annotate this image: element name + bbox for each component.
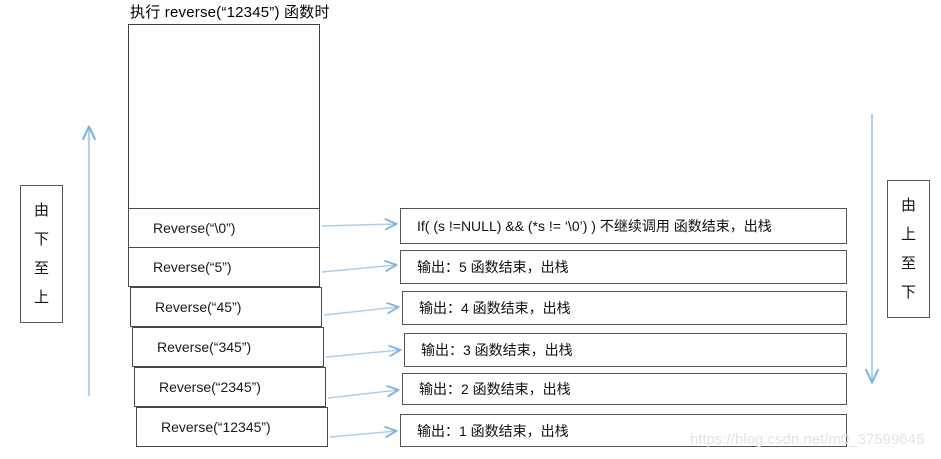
stack-frame-label: Reverse(“\0”)	[153, 220, 236, 236]
top-to-bottom-label-box: 由 上 至 下	[887, 180, 930, 318]
result-box-0[interactable]: If( (s !=NULL) && (*s != ‘\0’) ) 不继续调用 函…	[400, 208, 847, 244]
stack-frame-5[interactable]: Reverse(“12345”)	[136, 407, 328, 447]
stack-frame-3[interactable]: Reverse(“345”)	[132, 327, 324, 367]
connector-arrow-3	[325, 350, 400, 358]
stack-frame-label: Reverse(“45”)	[155, 299, 242, 315]
connector-arrow-1	[321, 265, 396, 273]
label-char: 上	[33, 289, 49, 306]
label-char: 下	[900, 284, 916, 301]
result-box-1[interactable]: 输出：5 函数结束，出栈	[400, 250, 847, 284]
stack-frame-label: Reverse(“345”)	[157, 339, 252, 355]
result-box-3[interactable]: 输出：3 函数结束，出栈	[404, 333, 847, 367]
label-char: 下	[33, 231, 49, 248]
stack-frame-1[interactable]: Reverse(“5”)	[128, 247, 320, 287]
connector-arrow-2	[323, 307, 398, 316]
bottom-to-top-label-box: 由 下 至 上	[20, 185, 63, 323]
stack-frame-label: Reverse(“5”)	[153, 259, 232, 275]
result-label: 输出：2 函数结束，出栈	[419, 381, 571, 397]
stack-frame-2[interactable]: Reverse(“45”)	[130, 287, 322, 327]
stack-frame-0[interactable]: Reverse(“\0”)	[128, 208, 320, 248]
label-char: 上	[900, 226, 916, 243]
connector-arrow-5	[329, 431, 396, 437]
stack-frame-4[interactable]: Reverse(“2345”)	[134, 367, 326, 407]
label-char: 由	[900, 197, 916, 214]
result-label: 输出：5 函数结束，出栈	[417, 259, 569, 275]
stack-frame-label: Reverse(“2345”)	[159, 379, 261, 395]
stack-empty-space	[128, 24, 320, 208]
watermark: https://blog.csdn.net/m0_37599645	[690, 431, 925, 448]
page-title: 执行 reverse(“12345”) 函数时	[130, 4, 330, 21]
result-label: If( (s !=NULL) && (*s != ‘\0’) ) 不继续调用 函…	[417, 218, 772, 234]
label-char: 由	[33, 202, 49, 219]
result-box-5[interactable]: 输出：1 函数结束，出栈	[400, 414, 847, 447]
connector-arrow-4	[327, 390, 398, 399]
result-label: 输出：1 函数结束，出栈	[417, 422, 569, 439]
result-label: 输出：4 函数结束，出栈	[419, 300, 571, 316]
label-char: 至	[33, 260, 49, 277]
stack-frame-label: Reverse(“12345”)	[161, 419, 271, 435]
result-box-2[interactable]: 输出：4 函数结束，出栈	[402, 291, 847, 325]
connector-arrow-0	[321, 224, 396, 226]
result-box-4[interactable]: 输出：2 函数结束，出栈	[402, 373, 847, 405]
result-label: 输出：3 函数结束，出栈	[421, 342, 573, 358]
label-char: 至	[900, 255, 916, 272]
